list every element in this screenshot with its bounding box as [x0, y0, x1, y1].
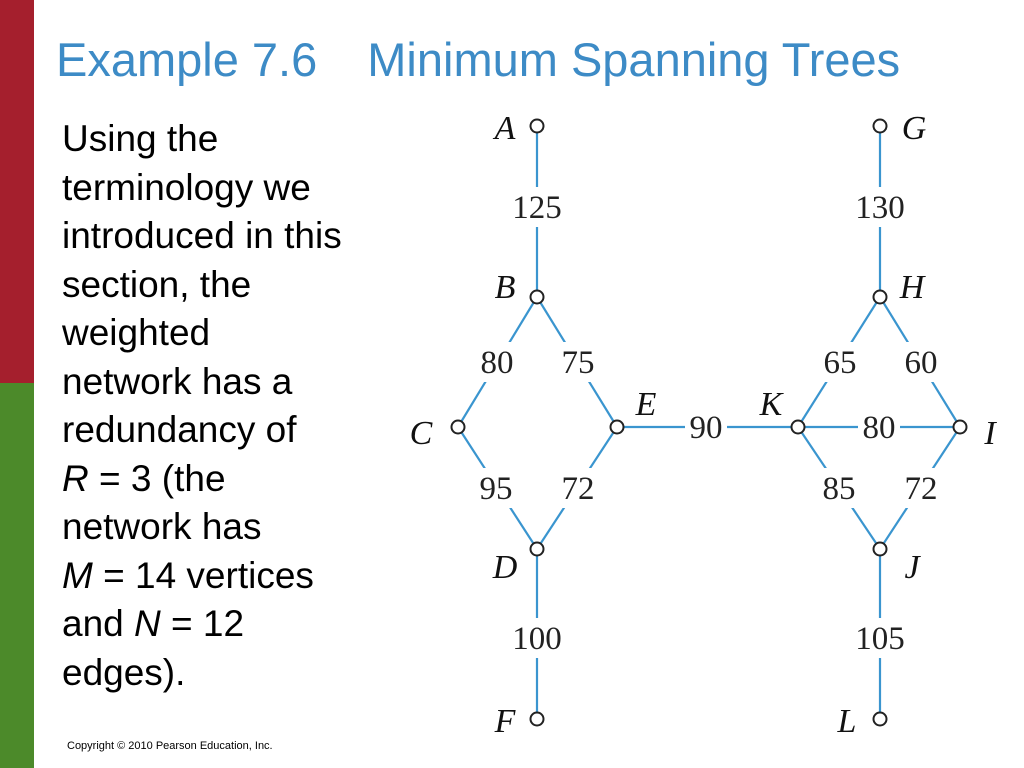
weight-knockout [475, 468, 517, 508]
weight-knockout [557, 468, 599, 508]
body-line: introduced in this [62, 215, 342, 256]
body-line-edges: and N = 12 [62, 600, 422, 649]
body-line: weighted [62, 312, 211, 353]
edge-weight-h-i: 60 [905, 345, 938, 381]
side-bar-red [0, 0, 34, 383]
edge-weight-k-j: 85 [823, 471, 856, 507]
weight-knockout [850, 618, 910, 658]
copyright-text: Copyright © 2010 Pearson Education, Inc. [67, 740, 273, 752]
edge-weight-b-e: 75 [562, 345, 595, 381]
edge-weight-a-b: 125 [512, 190, 562, 226]
weight-knockout [557, 342, 599, 382]
vertex-e [609, 419, 625, 435]
body-line: Using the [62, 118, 219, 159]
vertex-d [529, 541, 545, 557]
and-word: and [62, 603, 135, 644]
edge-weight-e-d: 72 [562, 471, 595, 507]
vertex-label-f: F [494, 703, 517, 740]
vertex-label-l: L [837, 703, 857, 740]
vertex-h [872, 289, 888, 305]
body-line: section, the [62, 263, 252, 305]
vertex-i [952, 419, 968, 435]
weight-knockout [818, 468, 860, 508]
vertex-label-a: A [493, 110, 516, 147]
weight-knockout [476, 342, 518, 382]
vertices-value: = 14 vertices [92, 554, 314, 596]
vertex-label-b: B [495, 269, 516, 306]
edge-weight-d-f: 100 [512, 621, 562, 657]
body-line-redundancy: R = 3 (the [62, 455, 422, 504]
vertex-label-g: G [902, 110, 927, 147]
body-line: network has a [62, 360, 293, 402]
vertex-c [450, 419, 466, 435]
edges-value: = 12 [160, 603, 245, 644]
vertex-label-j: J [904, 549, 921, 586]
weight-knockout [858, 407, 900, 447]
body-line: redundancy of [62, 409, 297, 450]
edge-weight-c-d: 95 [480, 471, 513, 507]
edge-weight-e-k: 90 [690, 410, 723, 446]
vertex-f [529, 711, 545, 727]
weight-knockout [850, 187, 910, 227]
weight-knockout [507, 187, 567, 227]
vertex-k [790, 419, 806, 435]
weight-knockout [819, 342, 861, 382]
slide-title: Example 7.6 Minimum Spanning Trees [56, 34, 900, 86]
vertex-label-c: C [410, 415, 433, 452]
body-line: edges). [62, 651, 186, 693]
redundancy-value: = 3 (the [88, 457, 226, 499]
vertex-j [872, 541, 888, 557]
edge-weight-j-l: 105 [855, 621, 905, 657]
weight-knockout [900, 342, 942, 382]
var-m: M [62, 554, 93, 596]
body-line: terminology we [62, 166, 311, 208]
weight-knockout [900, 468, 942, 508]
edge-weight-h-k: 65 [824, 345, 857, 381]
title-topic: Minimum Spanning Trees [367, 33, 901, 86]
weight-knockout [507, 618, 567, 658]
edge-weight-g-h: 130 [855, 190, 905, 226]
nodes-layer [450, 118, 968, 727]
vertex-label-d: D [492, 549, 518, 586]
body-text: Using the terminology we introduced in t… [62, 115, 422, 697]
edge-weight-b-c: 80 [481, 345, 514, 381]
side-bar-green [0, 383, 34, 768]
vertex-label-e: E [635, 386, 657, 423]
title-example: Example 7.6 [56, 33, 318, 86]
body-line-vertices: M = 14 vertices [62, 552, 422, 601]
vertex-b [529, 289, 545, 305]
vertex-label-k: K [759, 386, 785, 423]
var-r: R [62, 457, 89, 499]
vertex-label-i: I [983, 415, 997, 452]
edge-weight-k-i: 80 [863, 410, 896, 446]
body-line: network has [62, 506, 262, 547]
edge-weight-i-j: 72 [905, 471, 938, 507]
var-n: N [134, 603, 161, 644]
weight-knockout [685, 407, 727, 447]
vertex-labels-layer: A B C D E F G H I J K L [410, 110, 998, 740]
vertex-l [872, 711, 888, 727]
vertex-label-h: H [899, 269, 927, 306]
vertex-a [529, 118, 545, 134]
vertex-g [872, 118, 888, 134]
